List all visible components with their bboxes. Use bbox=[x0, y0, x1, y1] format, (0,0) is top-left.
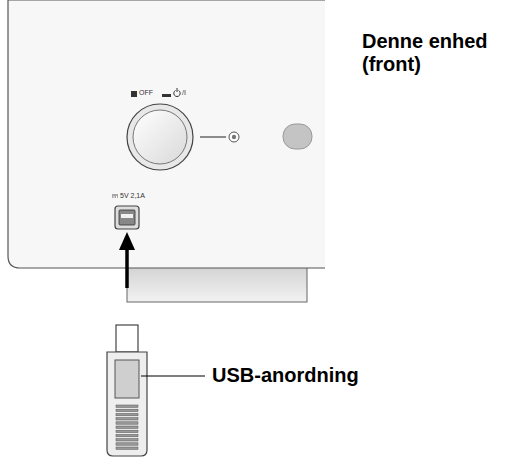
off-square bbox=[131, 91, 137, 97]
grip-stripe bbox=[116, 434, 138, 436]
grip-stripe bbox=[116, 447, 138, 449]
dc-symbol bbox=[112, 197, 118, 198]
usb-port-slot bbox=[119, 210, 135, 225]
insert-arrow bbox=[125, 246, 129, 288]
grip-stripe bbox=[116, 439, 138, 441]
usb-rating-label: 5V 2,1A bbox=[120, 192, 145, 200]
grip-stripe bbox=[116, 405, 138, 407]
indicator-led bbox=[229, 132, 239, 142]
usb-stick-label-area bbox=[115, 360, 139, 398]
dc-symbol bbox=[112, 195, 118, 196]
indicator-led bbox=[232, 135, 236, 139]
grip-stripe bbox=[116, 443, 138, 445]
leader-line bbox=[141, 375, 205, 376]
usb-port bbox=[115, 206, 139, 229]
usb-connector bbox=[116, 325, 138, 352]
power-knob-cap bbox=[133, 110, 187, 164]
switch-on-label: /I bbox=[182, 89, 186, 97]
grip-stripe bbox=[116, 422, 138, 424]
front-panel bbox=[8, 0, 325, 268]
power-symbol bbox=[177, 88, 178, 92]
usb-port-tongue bbox=[121, 214, 133, 218]
insert-arrow-head bbox=[119, 232, 135, 250]
grip-stripe bbox=[116, 409, 138, 411]
grip-stripe bbox=[116, 426, 138, 428]
on-bar bbox=[162, 94, 171, 97]
power-knob bbox=[127, 104, 193, 170]
remote-sensor bbox=[283, 124, 312, 149]
device-label: Denne enhed (front) bbox=[362, 30, 492, 76]
usb-stick-body bbox=[107, 352, 147, 456]
switch-off-label: OFF bbox=[139, 89, 153, 97]
grip-stripe bbox=[116, 413, 138, 415]
grip-stripe bbox=[116, 418, 138, 420]
usb-stick-grip bbox=[116, 405, 138, 449]
indicator-line bbox=[200, 136, 226, 137]
part-label: USB-anordning bbox=[212, 364, 359, 387]
grip-stripe bbox=[116, 430, 138, 432]
